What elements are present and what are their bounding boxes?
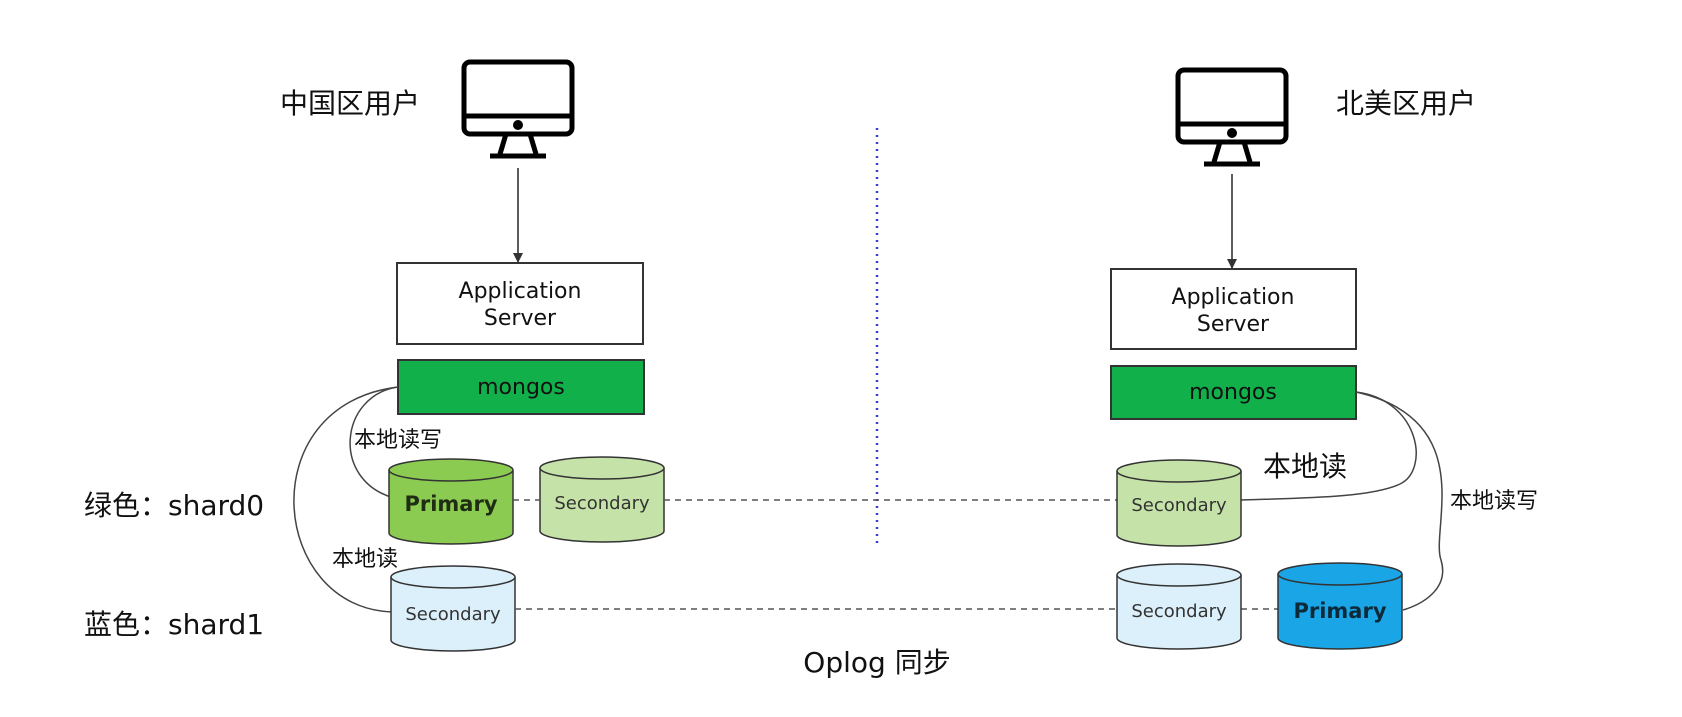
primary-label: Primary xyxy=(404,492,497,516)
app-server-label-line2: Server xyxy=(484,306,557,331)
north-america-mongos: mongos xyxy=(1110,365,1357,420)
china-local-read-connector xyxy=(293,386,399,613)
china-user-label: 中国区用户 xyxy=(280,87,420,120)
china-application-server: Application Server xyxy=(396,262,644,345)
secondary-label: Secondary xyxy=(1131,601,1227,622)
shard0-legend: 绿色：shard0 xyxy=(84,489,264,522)
secondary-label: Secondary xyxy=(1131,495,1227,516)
app-server-label-line1: Application xyxy=(1172,285,1295,310)
primary-label: Primary xyxy=(1293,599,1386,623)
shard1-legend: 蓝色：shard1 xyxy=(84,608,264,641)
oplog-sync-label: Oplog 同步 xyxy=(803,646,950,679)
china-shard0-secondary-node: Secondary xyxy=(539,456,665,543)
china-region: 中国区用户 Application Server mongos 本地读写 本地读 xyxy=(280,59,665,652)
china-shard0-primary-node: Primary xyxy=(388,458,514,545)
north-america-shard1-primary-node: Primary xyxy=(1277,562,1403,650)
secondary-label: Secondary xyxy=(405,604,501,625)
north-america-local-read-connector xyxy=(1240,391,1417,501)
north-america-local-read-write-connector xyxy=(1355,391,1444,611)
secondary-label: Secondary xyxy=(554,493,650,514)
mongos-label: mongos xyxy=(1189,380,1277,405)
app-server-label-line2: Server xyxy=(1197,312,1270,337)
app-server-label-line1: Application xyxy=(459,279,582,304)
china-local-read-write-connector xyxy=(349,386,399,499)
north-america-shard0-secondary-node: Secondary xyxy=(1116,459,1242,547)
north-america-user-label: 北美区用户 xyxy=(1336,87,1476,120)
north-america-user-computer-icon xyxy=(1175,67,1289,167)
china-local-read-write-label: 本地读写 xyxy=(354,428,442,453)
north-america-shard1-secondary-node: Secondary xyxy=(1116,563,1242,650)
north-america-region: 北美区用户 Application Server mongos 本地读 本地读写… xyxy=(1110,67,1538,650)
north-america-local-read-write-label: 本地读写 xyxy=(1450,489,1538,514)
china-shard1-secondary-node: Secondary xyxy=(390,565,516,652)
china-user-computer-icon xyxy=(461,59,575,159)
north-america-application-server: Application Server xyxy=(1110,268,1357,350)
mongos-label: mongos xyxy=(477,375,565,400)
shard-legend: 绿色：shard0 蓝色：shard1 xyxy=(84,489,264,641)
china-mongos: mongos xyxy=(397,359,645,415)
north-america-local-read-label: 本地读 xyxy=(1263,450,1347,483)
china-local-read-label: 本地读 xyxy=(332,547,398,572)
